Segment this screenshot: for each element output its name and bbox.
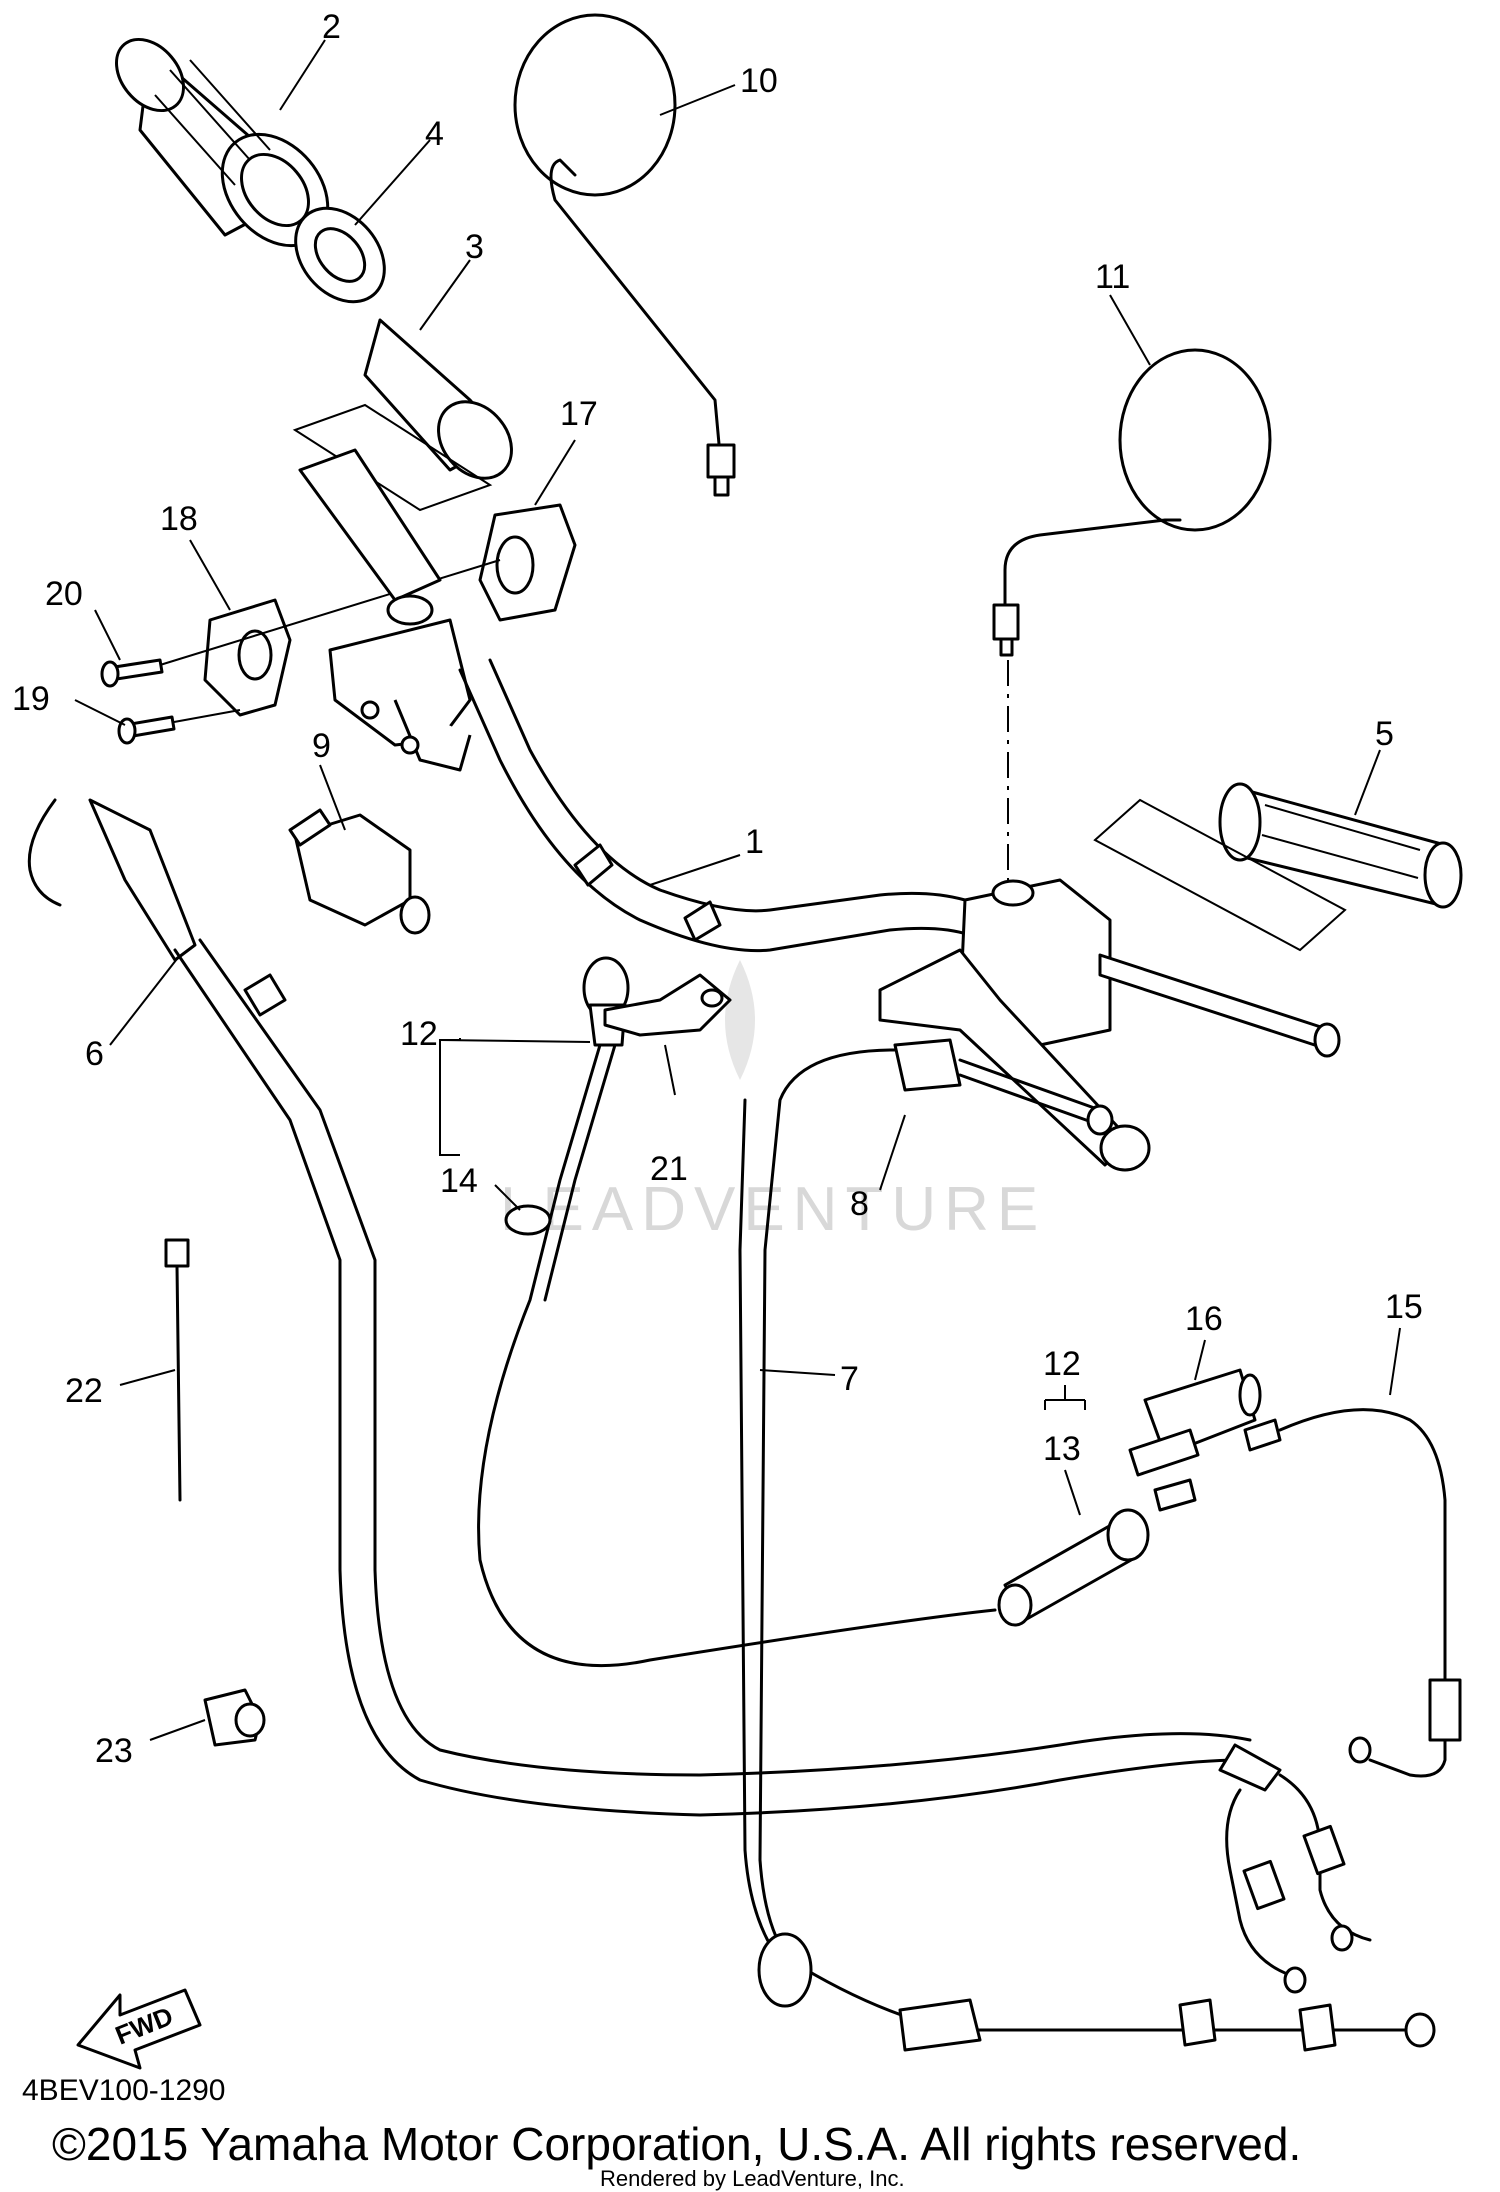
- callout-12-choke: 12: [400, 1015, 438, 1053]
- callout-4: 4: [425, 115, 444, 153]
- callout-labels: 2 4 3 10 11 17 18 20 19 9 1 5 6 12 14 21…: [12, 8, 1423, 1770]
- part-22-cable-tie: [164, 1238, 190, 1502]
- right-switch-assembly: [878, 878, 1341, 1172]
- handlebar-left-end: [298, 448, 472, 772]
- part-16-holder: [1128, 1368, 1262, 1477]
- callout-2: 2: [322, 8, 341, 46]
- callout-14: 14: [440, 1162, 478, 1200]
- callout-9: 9: [312, 727, 331, 765]
- part-15-cable: [1243, 1408, 1462, 1778]
- part-23-clamp: [203, 1688, 266, 1747]
- part-6-throttle-cable: [27, 798, 1372, 1994]
- copyright-text: ©2015 Yamaha Motor Corporation, U.S.A. A…: [52, 2118, 1301, 2170]
- callout-10: 10: [740, 62, 778, 100]
- part-19-screw: [117, 715, 176, 745]
- part-4-washer: [294, 206, 386, 304]
- callout-1: 1: [745, 823, 764, 861]
- callout-21: 21: [650, 1150, 688, 1188]
- part-9-holder: [288, 808, 431, 935]
- callout-5: 5: [1375, 715, 1394, 753]
- part-10-mirror: [513, 13, 736, 497]
- part-18-switch-half: [203, 598, 292, 717]
- part-12-choke-cable: [477, 956, 997, 1668]
- leader-lines: [74, 39, 1401, 1741]
- screw-guide-lines: [159, 559, 501, 723]
- part-5-grip: [1218, 782, 1463, 909]
- callout-23: 23: [95, 1732, 133, 1770]
- part-17-switch-half: [478, 503, 577, 622]
- callout-17: 17: [560, 395, 598, 433]
- callout-12: 12: [1043, 1345, 1081, 1383]
- callout-16: 16: [1185, 1300, 1223, 1338]
- diagram-code: 4BEV100-1290: [22, 2074, 226, 2107]
- part-20-screw: [100, 658, 164, 688]
- fwd-arrow: FWD: [76, 1988, 202, 2070]
- part-8-cable: [758, 1038, 1422, 2032]
- watermark-text: LEADVENTURE: [500, 1175, 1046, 1244]
- part-3-tube: [363, 318, 513, 480]
- callout-13: 13: [1043, 1430, 1081, 1468]
- part-21-guide: [603, 973, 732, 1037]
- callout-6: 6: [85, 1035, 104, 1073]
- callout-19: 19: [12, 680, 50, 718]
- rendered-by-text: Rendered by LeadVenture, Inc.: [600, 2166, 905, 2191]
- callout-3: 3: [465, 228, 484, 266]
- part-13-plunger: [997, 1478, 1197, 1627]
- assembly-bracket-right: [1093, 798, 1347, 952]
- callout-22: 22: [65, 1372, 103, 1410]
- callout-11: 11: [1095, 258, 1130, 296]
- callout-18: 18: [160, 500, 198, 538]
- callout-8: 8: [850, 1185, 869, 1223]
- callout-7: 7: [840, 1360, 859, 1398]
- part-7-cable: [738, 1098, 1436, 2052]
- part-1-handlebar: [458, 658, 972, 953]
- callout-15: 15: [1385, 1288, 1423, 1326]
- part-11-mirror: [992, 348, 1272, 657]
- callout-20: 20: [45, 575, 83, 613]
